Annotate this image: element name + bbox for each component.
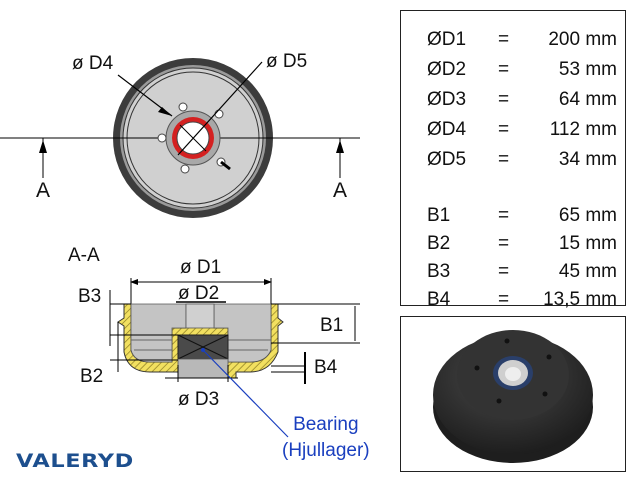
bearing-label-swedish: (Hjullager) [282, 439, 370, 461]
spec-row-d4: ØD4=112 mm [427, 119, 617, 140]
section-title: A-A [68, 245, 100, 266]
label-d5: ø D5 [266, 51, 308, 72]
label-d4: ø D4 [72, 53, 114, 74]
spec-row-d5: ØD5=34 mm [427, 149, 617, 170]
spec-row-d1: ØD1=200 mm [427, 29, 617, 50]
label-b2: B2 [80, 366, 104, 387]
section-marker-left: A [36, 179, 51, 202]
spec-row-b3: B3=45 mm [427, 261, 617, 282]
section-view [109, 278, 360, 438]
bearing-callout: Bearing (Hjullager) [282, 412, 370, 463]
spec-row-d2: ØD2=53 mm [427, 59, 617, 80]
bearing-label: Bearing [293, 414, 359, 435]
spec-row-d3: ØD3=64 mm [427, 89, 617, 110]
brand-logo: VALERYD [16, 450, 134, 472]
technical-drawing [0, 58, 360, 438]
spec-table: ØD1=200 mm ØD2=53 mm ØD3=64 mm ØD4=112 m… [400, 10, 626, 310]
front-view [0, 58, 360, 218]
section-marker-right: A [333, 179, 348, 202]
spec-row-b4: B4=13,5 mm [427, 289, 617, 310]
label-b1: B1 [320, 315, 344, 336]
label-b4: B4 [314, 357, 338, 378]
product-photo [400, 316, 626, 472]
label-d3: ø D3 [178, 389, 220, 410]
spec-row-b2: B2=15 mm [427, 233, 617, 254]
brake-drum-photo [433, 330, 593, 463]
spec-row-b1: B1=65 mm [427, 205, 617, 226]
label-d2: ø D2 [178, 283, 220, 304]
label-d1: ø D1 [180, 257, 222, 278]
label-b3: B3 [78, 286, 102, 307]
